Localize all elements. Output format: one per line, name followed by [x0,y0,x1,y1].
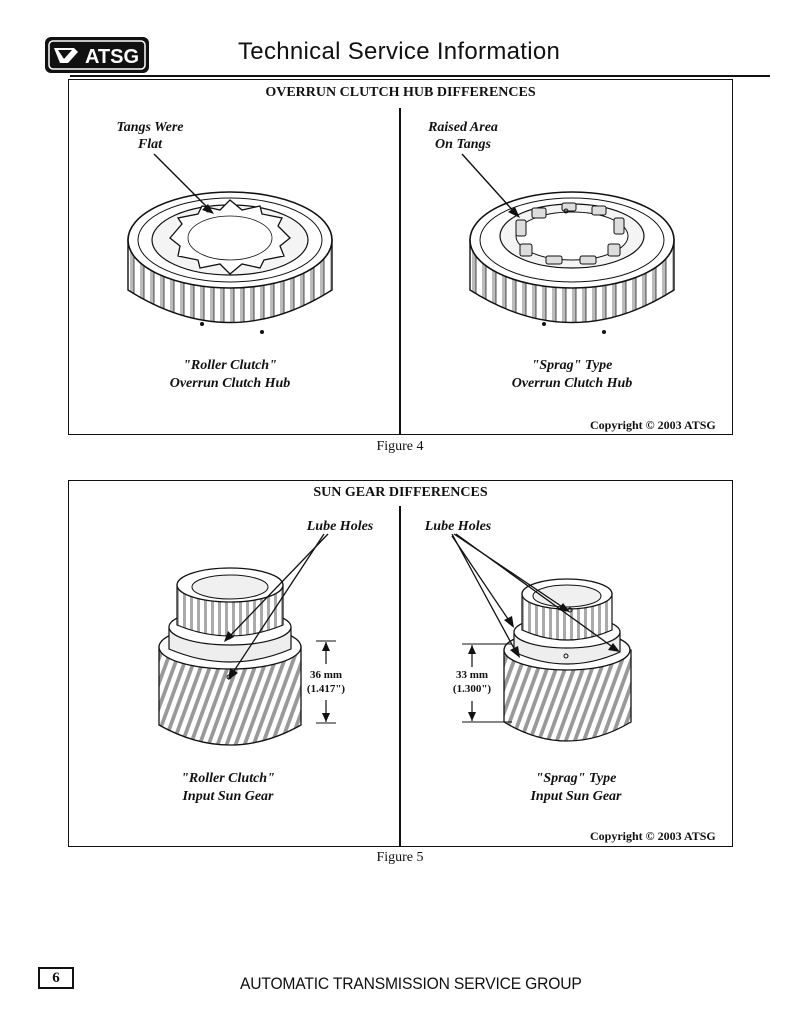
figure-4-right-arrow [461,153,520,218]
figure-4-left-callout: Tangs Were Flat [116,120,184,152]
page-number: 6 [38,967,74,989]
page-title: Technical Service Information [238,38,561,65]
figure-5-right-caption: "Sprag" Type Input Sun Gear [530,771,622,804]
figure-4-right-caption: "Sprag" Type Overrun Clutch Hub [511,358,633,391]
roller-clutch-sun-gear-illustration [158,567,302,746]
figure-4-frame [68,79,733,435]
roller-clutch-hub-illustration [127,191,333,334]
header-rule [70,75,770,77]
figure-5-left-arrows [224,533,329,680]
figure-4-title: OVERRUN CLUTCH HUB DIFFERENCES [265,85,536,100]
figure-5-copyright: Copyright © 2003 ATSG [590,829,716,843]
figure-4-left-arrow [153,153,214,214]
figure-5-frame [68,480,733,847]
footer-organization: AUTOMATIC TRANSMISSION SERVICE GROUP [240,974,582,993]
figure-5-divider [399,506,401,847]
sprag-type-hub-illustration [469,191,675,334]
figure-5-label: Figure 5 [376,850,424,865]
sprag-type-sun-gear-illustration [503,578,632,742]
figure-5-left-dimension: 36 mm (1.417") [306,669,346,695]
figure-5-left-callout: Lube Holes [306,519,374,534]
figure-5-right-dimension: 33 mm (1.300") [452,669,492,695]
figure-4-right-callout: Raised Area On Tangs [428,120,498,152]
figure-4-divider [399,108,401,435]
logo-text: ATSG [85,46,139,68]
figure-5-right-dimension-line [462,643,512,723]
figure-4-copyright: Copyright © 2003 ATSG [590,418,716,432]
figure-5-right-arrows [451,533,620,658]
figure-5-left-dimension-line [316,640,336,724]
figure-4-left-caption: "Roller Clutch" Overrun Clutch Hub [169,358,291,391]
atsg-logo: ATSG [44,36,150,74]
figure-5-left-caption: "Roller Clutch" Input Sun Gear [181,771,275,804]
figure-5-right-callout: Lube Holes [424,519,492,534]
figure-5-title: SUN GEAR DIFFERENCES [313,485,488,500]
figure-4-label: Figure 4 [376,439,424,454]
